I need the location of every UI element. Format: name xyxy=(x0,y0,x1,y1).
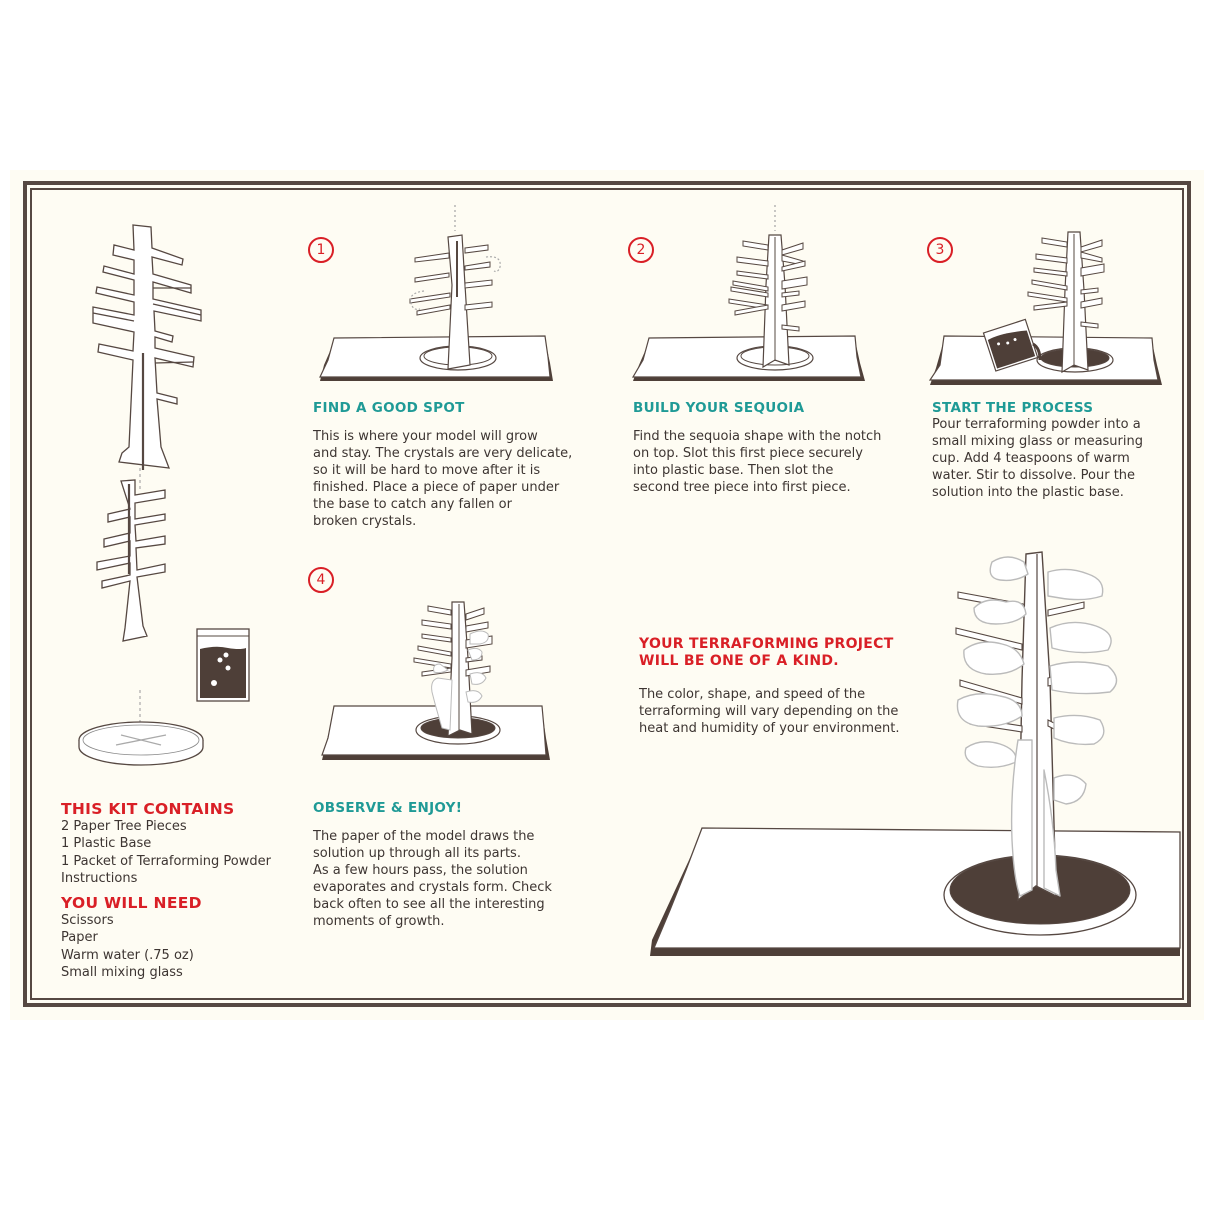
list-item: Paper xyxy=(61,930,98,946)
list-item: Instructions xyxy=(61,870,138,886)
list-item: Warm water (.75 oz) xyxy=(61,947,194,963)
list-item: 2 Paper Tree Pieces xyxy=(61,819,187,834)
you-will-need-heading: YOU WILL NEED xyxy=(61,894,202,912)
step-3-illustration xyxy=(928,231,1162,385)
plastic-base-illustration xyxy=(78,721,204,766)
step-3-body: Pour terraforming powder into a small mi… xyxy=(932,417,1143,500)
powder-packet-icon xyxy=(196,628,250,702)
final-crystal-tree-illustration xyxy=(650,551,1181,956)
dashed-guide-line xyxy=(139,468,141,490)
step-2-body: Find the sequoia shape with the notch on… xyxy=(633,429,882,495)
result-body: The color, shape, and speed of the terra… xyxy=(639,687,900,736)
step-3-badge: 3 xyxy=(927,237,953,263)
step-2-title: BUILD YOUR SEQUOIA xyxy=(633,400,805,416)
list-item: 1 Packet of Terraforming Powder xyxy=(61,853,271,869)
outer-border xyxy=(23,181,1191,1007)
result-title-line-1: YOUR TERRAFORMING PROJECT xyxy=(639,636,894,652)
step-2-illustration xyxy=(631,205,865,381)
tree-piece-two-illustration xyxy=(96,479,166,642)
kit-contents-list: 2 Paper Tree Pieces 1 Plastic Base 1 Pac… xyxy=(61,818,271,887)
step-3-title: START THE PROCESS xyxy=(932,400,1094,416)
list-item: 1 Plastic Base xyxy=(61,836,152,852)
step-1-illustration xyxy=(319,205,553,381)
step-4-body: The paper of the model draws the solutio… xyxy=(313,829,552,929)
step-1-badge: 1 xyxy=(308,237,334,263)
result-title-line-2: WILL BE ONE OF A KIND. xyxy=(639,653,839,669)
list-item: Small mixing glass xyxy=(61,964,183,980)
step-2-badge: 2 xyxy=(628,237,654,263)
step-1-body: This is where your model will grow and s… xyxy=(313,429,573,529)
step-1-title: FIND A GOOD SPOT xyxy=(313,400,465,416)
step-4-title: OBSERVE & ENJOY! xyxy=(313,800,463,816)
step-4-illustration xyxy=(321,601,550,760)
list-item: Scissors xyxy=(61,913,114,928)
kit-contains-heading: THIS KIT CONTAINS xyxy=(61,800,235,818)
step-4-badge: 4 xyxy=(308,567,334,593)
supplies-list: Scissors Paper Warm water (.75 oz) Small… xyxy=(61,912,194,981)
dashed-guide-line-lower xyxy=(139,690,141,730)
tree-piece-one-illustration xyxy=(92,224,202,470)
